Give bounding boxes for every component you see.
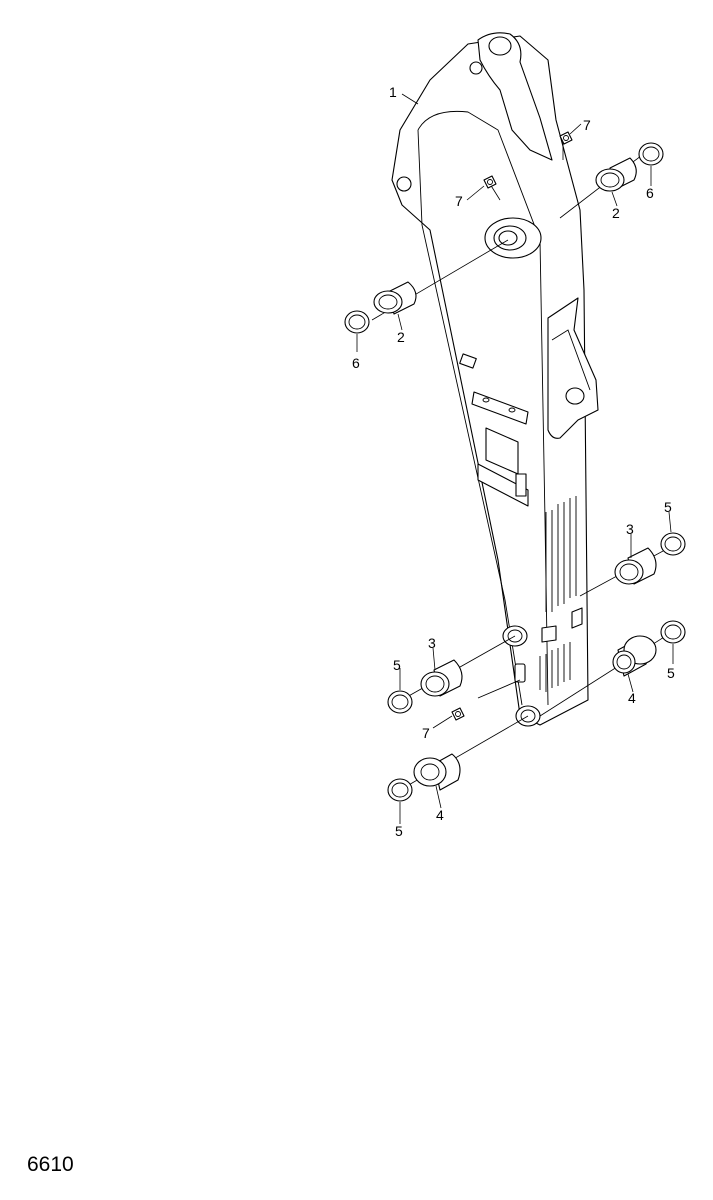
callout-grease-fitting-mid: 7 <box>455 193 463 209</box>
callout-grease-fitting-bottom: 7 <box>422 725 430 741</box>
callout-bushing-mid-left: 3 <box>428 635 436 651</box>
callout-bushing-upper-right: 2 <box>612 205 620 221</box>
callout-bushing-flanged-right: 4 <box>628 690 636 706</box>
arm-body <box>391 32 599 727</box>
callout-shim-lower-left: 5 <box>395 823 403 839</box>
callout-shim-mid-right: 5 <box>664 499 672 515</box>
bushing-2-left <box>373 281 417 315</box>
bushing-4-left <box>413 753 461 791</box>
shim-5-mid-left <box>387 690 413 714</box>
callout-grease-fitting-top: 7 <box>583 117 591 133</box>
grease-fitting-7-mid <box>483 175 497 189</box>
grease-fitting-7-top <box>559 131 573 145</box>
callout-shim-mid-left: 5 <box>393 657 401 673</box>
bushing-2-right <box>595 157 637 192</box>
grease-fitting-7-bottom <box>451 707 465 721</box>
shim-5-mid-right <box>660 532 686 556</box>
callout-shim-upper-left: 6 <box>352 355 360 371</box>
shim-6-left <box>344 310 370 334</box>
callout-labels: 1 2 6 2 6 7 7 3 5 3 5 4 5 7 4 5 <box>352 84 675 839</box>
figure-number: 6610 <box>27 1153 74 1176</box>
leader-lines <box>356 93 674 824</box>
callout-shim-lower-right: 5 <box>667 665 675 681</box>
shim-5-lower-left <box>387 778 413 802</box>
shim-5-lower-right <box>660 620 686 644</box>
callout-shim-upper-right: 6 <box>646 185 654 201</box>
callout-bushing-upper-left: 2 <box>397 329 405 345</box>
bushing-3-right <box>614 547 657 585</box>
callout-bushing-mid-right: 3 <box>626 521 634 537</box>
bushing-4-right <box>612 635 657 677</box>
bushing-3-left <box>420 659 463 697</box>
callout-boom-arm: 1 <box>389 84 397 100</box>
shim-6-right <box>638 142 664 166</box>
callout-bushing-flanged-left: 4 <box>436 807 444 823</box>
